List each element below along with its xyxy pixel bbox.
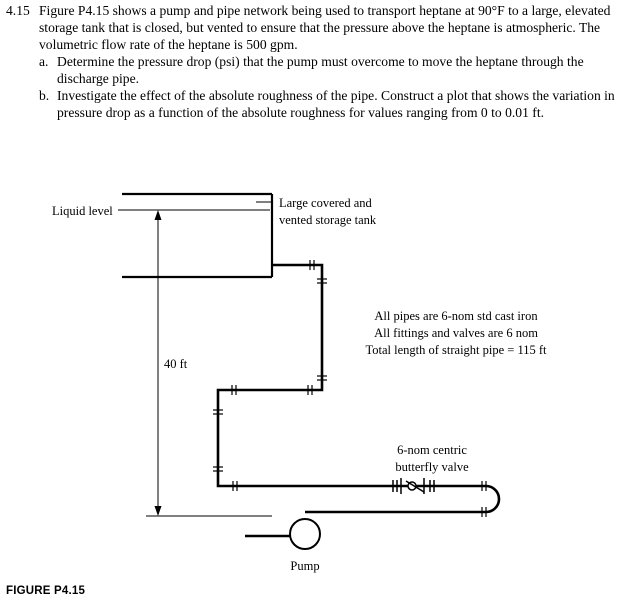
problem-4-15: 4.15 Figure P4.15 shows a pump and pipe … (6, 2, 616, 121)
tank-label-line1: Large covered and (279, 196, 373, 210)
liquid-level-label: Liquid level (52, 204, 113, 218)
part-a-text: Determine the pressure drop (psi) that t… (57, 54, 584, 86)
problem-parts: a. Determine the pressure drop (psi) tha… (39, 53, 616, 121)
part-a-label: a. (39, 54, 49, 69)
figure-caption: FIGURE P4.15 (6, 585, 86, 597)
valve-label-line1: 6-nom centric (397, 443, 467, 457)
pipe-note-line2: All fittings and valves are 6 nom (374, 326, 538, 340)
pipe-note-line1: All pipes are 6-nom std cast iron (374, 309, 538, 323)
problem-statement: Figure P4.15 shows a pump and pipe netwo… (39, 3, 611, 52)
height-dimension (154, 210, 162, 516)
valve-label-line2: butterfly valve (395, 460, 469, 474)
storage-tank (122, 192, 274, 279)
discharge-pipe (216, 263, 501, 514)
part-b-label: b. (39, 88, 50, 103)
problem-part-a: a. Determine the pressure drop (psi) tha… (39, 53, 616, 87)
pipe-flanges (213, 260, 487, 517)
pump-label: Pump (290, 559, 319, 573)
problem-number: 4.15 (6, 3, 30, 18)
part-b-text: Investigate the effect of the absolute r… (57, 88, 615, 120)
height-label: 40 ft (164, 357, 188, 371)
tank-label-line2: vented storage tank (279, 213, 377, 227)
problem-part-b: b. Investigate the effect of the absolut… (39, 87, 616, 121)
pipe-note-line3: Total length of straight pipe = 115 ft (365, 343, 547, 357)
butterfly-valve-icon (392, 478, 435, 494)
pump-icon (289, 518, 321, 550)
